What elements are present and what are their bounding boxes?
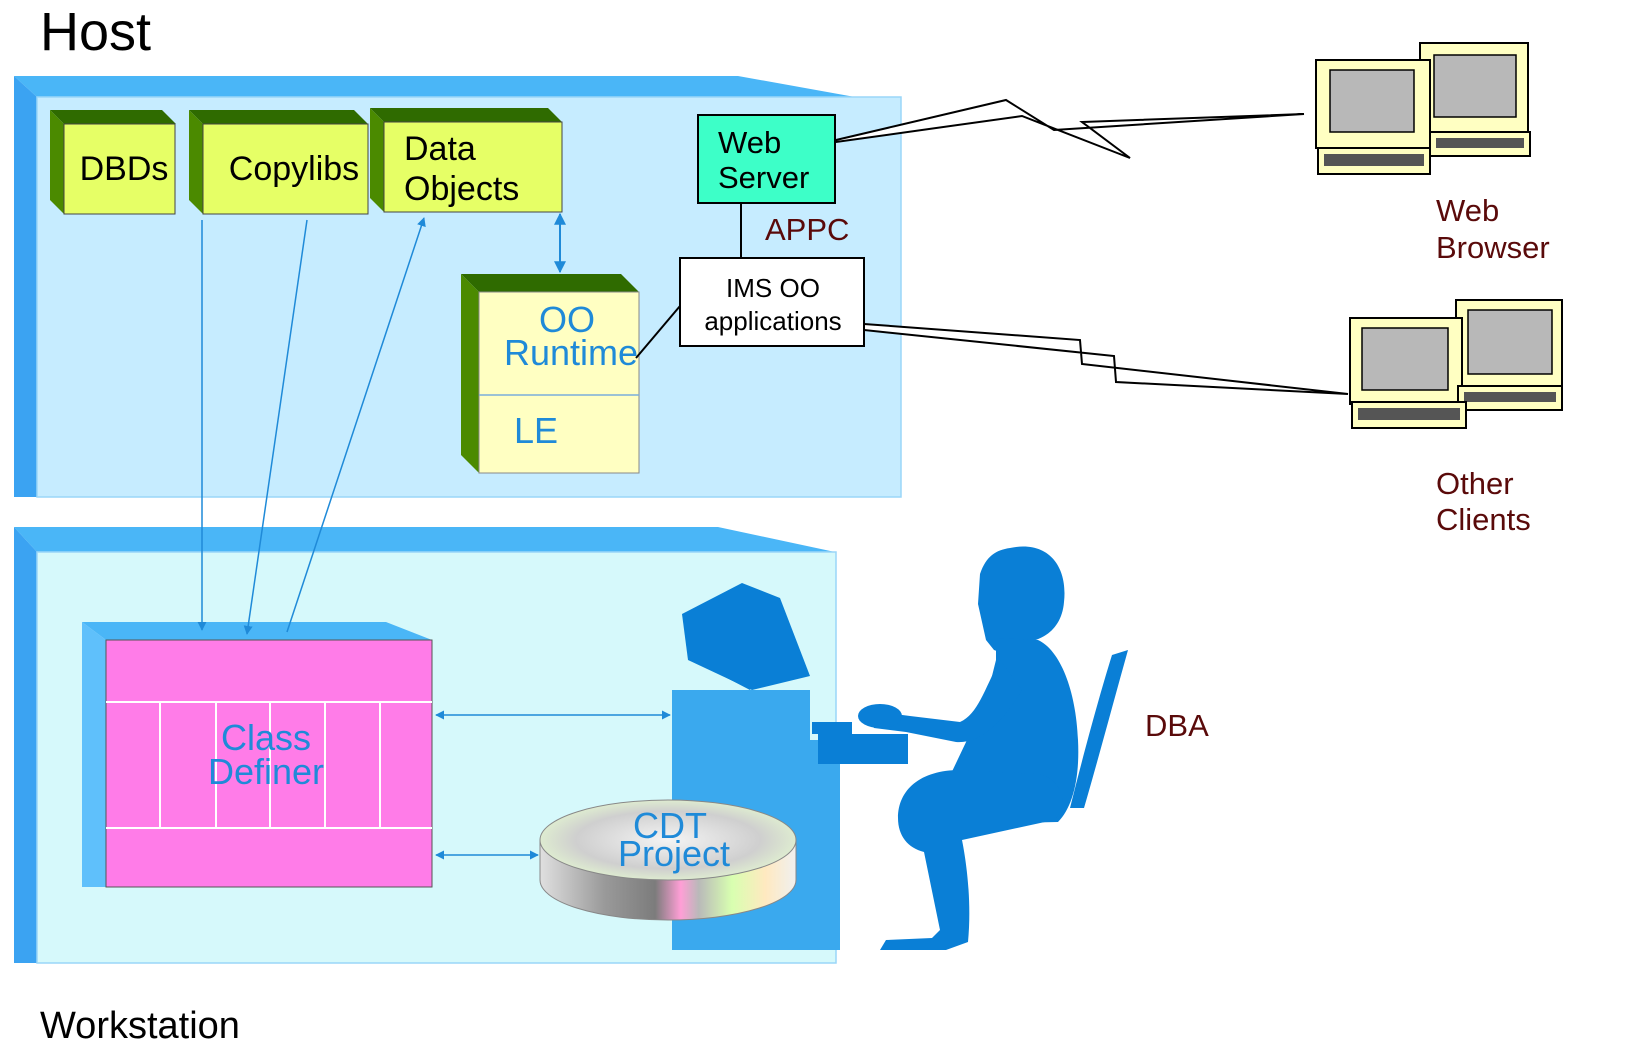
- le-label: LE: [514, 410, 558, 451]
- data-objects-arrow: [286, 217, 426, 633]
- copylibs-arrow: [243, 219, 308, 635]
- workstation-title: Workstation: [40, 1005, 240, 1047]
- other-clients-computers-icon: [1349, 299, 1563, 429]
- web-browser-computers-icon: [1315, 42, 1531, 175]
- class-definer-label-1: Class: [221, 717, 311, 758]
- cdt-project-label-2: Project: [618, 833, 730, 874]
- data-objects-label-2: Objects: [404, 170, 519, 208]
- web-link-bolt: [835, 98, 1305, 159]
- cdt-project-disk: CDT Project: [539, 799, 797, 921]
- clients-link-bolt: [863, 322, 1349, 395]
- cdt-project-label-1: CDT: [633, 805, 707, 846]
- other-clients-label-2: Clients: [1436, 502, 1531, 537]
- appc-label: APPC: [765, 212, 849, 247]
- web-server-box: Web Server: [697, 114, 836, 204]
- other-clients-label-1: Other: [1436, 466, 1514, 501]
- class-definer-label-2: Definer: [208, 751, 324, 792]
- copylibs-module: Copylibs: [189, 110, 369, 215]
- data-objects-label-1: Data: [404, 130, 476, 168]
- data-objects-module: Data Objects: [370, 108, 563, 213]
- oo-runtime-label-1: OO: [539, 299, 595, 340]
- dba-person-icon: [858, 546, 1128, 950]
- oo-runtime-module: OO Runtime LE: [461, 274, 640, 474]
- copylibs-label: Copylibs: [229, 150, 359, 188]
- dbds-module: DBDs: [50, 110, 176, 215]
- web-server-label-2: Server: [718, 160, 809, 195]
- ims-oo-label-1: IMS OO: [726, 273, 820, 303]
- ims-oo-label-2: applications: [704, 306, 841, 336]
- oo-runtime-label-2: Runtime: [504, 332, 638, 373]
- dba-label: DBA: [1145, 708, 1209, 743]
- web-server-label-1: Web: [718, 125, 781, 160]
- host-title: Host: [40, 2, 151, 62]
- dbds-label: DBDs: [80, 150, 169, 188]
- ims-oo-box: IMS OO applications: [679, 257, 865, 347]
- ims-runtime-connector: [635, 305, 681, 359]
- web-browser-label-2: Browser: [1436, 230, 1550, 265]
- web-browser-label-1: Web: [1436, 193, 1499, 228]
- class-definer-module: Class Definer: [82, 622, 433, 888]
